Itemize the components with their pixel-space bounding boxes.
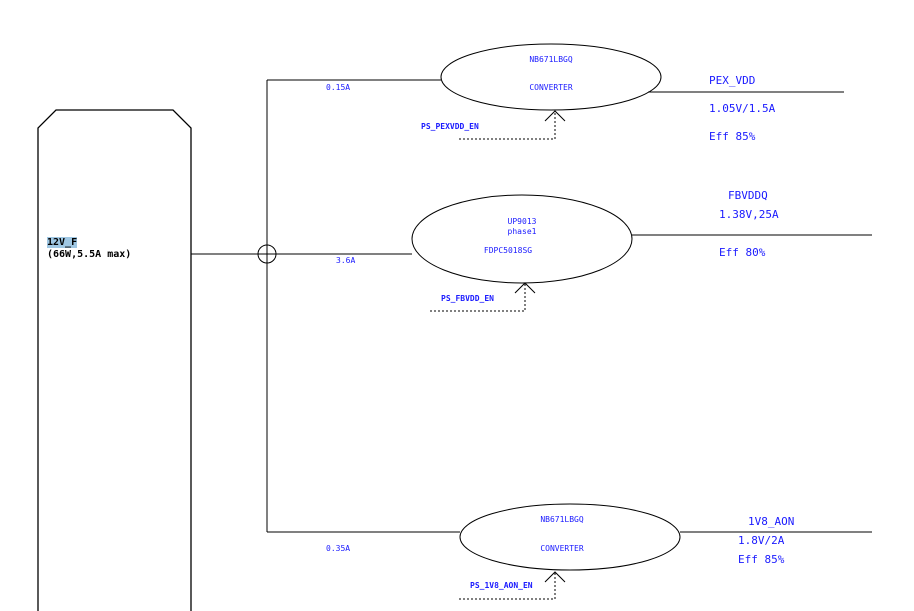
branch-3-enable-signal: PS_1V8_AON_EN: [470, 581, 533, 590]
source-block: [37, 109, 192, 611]
branch-2-rail-spec: 1.38V,25A: [719, 208, 779, 221]
branch-3-efficiency: Eff 85%: [738, 553, 785, 566]
branch-1-enable-arrow: [544, 110, 566, 122]
converter-2-phase: phase1: [507, 227, 537, 236]
converter-1: [440, 43, 662, 111]
branch-1-efficiency: Eff 85%: [709, 130, 756, 143]
branch-1-rail-spec: 1.05V/1.5A: [709, 102, 776, 115]
branch-1-current: 0.15A: [326, 83, 351, 92]
branch-3-current: 0.35A: [326, 544, 351, 553]
branch-1-enable-line: [459, 112, 556, 140]
branch-1-enable-signal: PS_PEXVDD_EN: [421, 122, 479, 131]
converter-2-part: UP9013: [507, 217, 537, 226]
converter-3-part: NB671LBGQ: [540, 515, 584, 524]
converter-1-type: CONVERTER: [529, 83, 573, 92]
branch-3-rail-name: 1V8_AON: [748, 515, 795, 528]
converter-3: [459, 503, 681, 571]
branch-1-rail-name: PEX_VDD: [709, 74, 756, 87]
branch-3-enable-line: [459, 573, 556, 600]
source-label: 12V_F (66W,5.5A max): [47, 237, 131, 260]
branch-3-rail-spec: 1.8V/2A: [738, 534, 785, 547]
branch-3-enable-arrow: [544, 571, 566, 583]
branch-2-enable-arrow: [514, 282, 536, 294]
converter-3-type: CONVERTER: [540, 544, 584, 553]
branch-2-enable-line: [430, 284, 526, 312]
branch-2-efficiency: Eff 80%: [719, 246, 766, 259]
converter-2: [411, 194, 633, 284]
branch-2-enable-signal: PS_FBVDD_EN: [441, 294, 494, 303]
source-rating: (66W,5.5A max): [47, 248, 132, 260]
branch-2-current: 3.6A: [336, 256, 356, 265]
source-name: 12V_F: [47, 237, 78, 248]
branch-2-rail-name: FBVDDQ: [728, 189, 768, 202]
converter-1-part: NB671LBGQ: [529, 55, 573, 64]
converter-2-mosfet: FDPC5018SG: [483, 246, 533, 255]
